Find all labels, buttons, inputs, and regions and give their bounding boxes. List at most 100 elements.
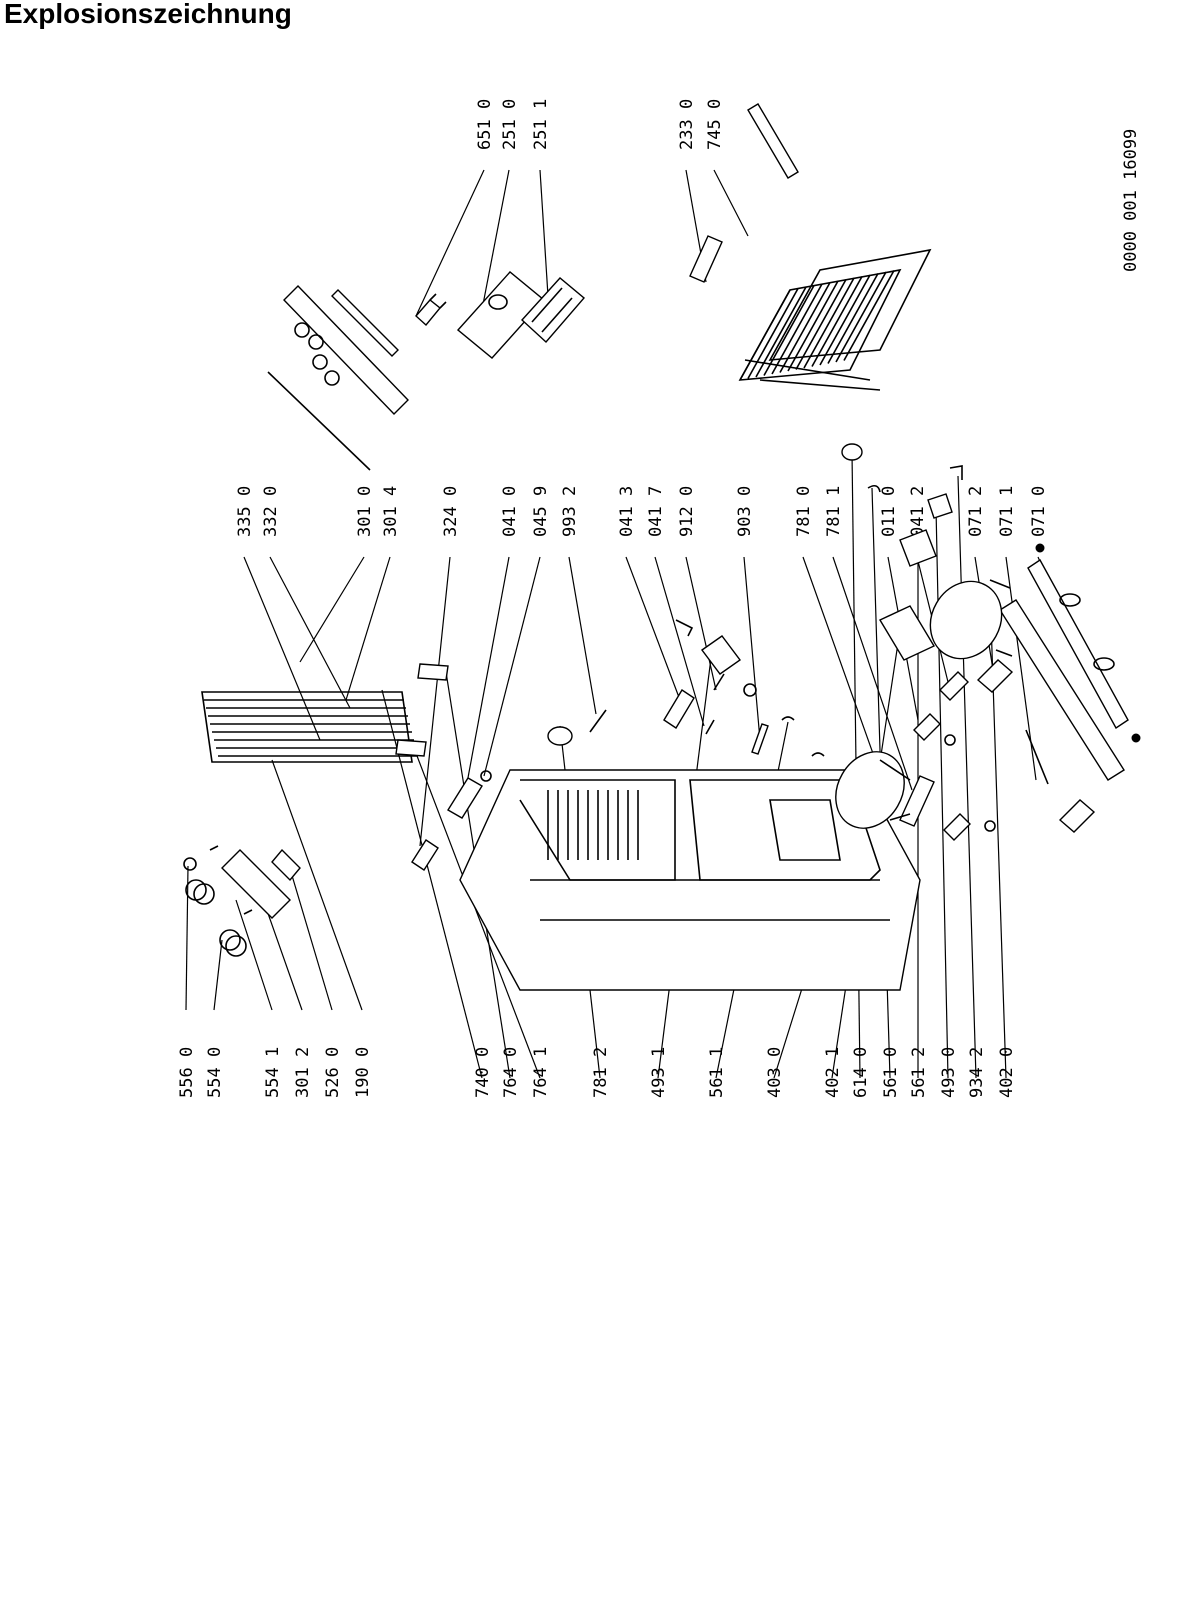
callout-label: 071 0: [1029, 486, 1049, 537]
callout-label: 011 0: [879, 486, 899, 537]
control-panel: [267, 285, 409, 471]
callout-label: 041 0: [500, 486, 520, 537]
callout-label: 041 3: [617, 486, 637, 537]
leader-line: [743, 556, 761, 741]
shelf-wire: [747, 288, 799, 379]
callout-label: 251 0: [500, 99, 520, 150]
lower-hinge-cluster: [913, 671, 996, 841]
page-title: Explosionszeichnung: [4, 0, 292, 29]
callout-label: 332 0: [261, 486, 281, 537]
shelf-wire: [811, 276, 863, 367]
relay-part: [675, 619, 741, 675]
leader-line: [461, 556, 510, 811]
leader-line: [213, 939, 223, 1011]
leader-line: [802, 556, 887, 791]
callout-label: 190 0: [353, 1047, 373, 1098]
leader-line: [185, 865, 189, 1011]
callout-label: 071 2: [966, 486, 986, 537]
callout-label: 745 0: [705, 99, 725, 150]
callout-label: 301 0: [355, 486, 375, 537]
callout-label: 764 0: [501, 1047, 521, 1098]
strip-part: [751, 723, 769, 755]
leader-line: [299, 556, 365, 663]
callout-label: 554 1: [263, 1047, 283, 1098]
leader-line: [271, 759, 363, 1011]
callout-label: 781 1: [824, 486, 844, 537]
leader-line: [345, 556, 391, 701]
leader-line: [625, 556, 681, 701]
hinge-part: [447, 770, 492, 819]
wire-shelves: [689, 103, 932, 391]
leader-line: [419, 556, 451, 847]
shelf-wire: [803, 277, 855, 369]
kick-strip: [976, 599, 1125, 833]
shelf-wire: [843, 270, 895, 361]
leader-line: [685, 556, 717, 691]
callout-label: 251 1: [531, 99, 551, 150]
callout-label: 403 0: [765, 1047, 785, 1098]
callout-label: 301 4: [381, 486, 401, 537]
pin-part: [589, 709, 607, 733]
callout-label: 561 0: [881, 1047, 901, 1098]
compressor-right: [929, 579, 1013, 660]
callout-label: 781 0: [794, 486, 814, 537]
callout-label: 740 0: [473, 1047, 493, 1098]
leader-line: [654, 556, 705, 727]
lamp-part: [411, 839, 439, 871]
leader-line: [957, 475, 977, 1079]
leader-line: [713, 169, 749, 237]
leader-line: [413, 747, 541, 1079]
shelf-wire: [835, 271, 887, 363]
callout-label: 781 2: [591, 1047, 611, 1098]
shelf-wire: [739, 289, 791, 381]
leader-line: [539, 169, 549, 297]
leader-line: [269, 556, 351, 709]
thermostat-cluster: [183, 845, 301, 957]
callout-label: 041 2: [908, 486, 928, 537]
shelf-wire: [763, 285, 815, 376]
shelf-wire: [779, 282, 831, 373]
clip-part: [743, 683, 757, 697]
callout-label: 493 0: [939, 1047, 959, 1098]
shelf-wire: [787, 280, 839, 372]
shelf-wire: [827, 273, 879, 364]
callout-label: 301 2: [293, 1047, 313, 1098]
leader-line: [479, 169, 510, 321]
callout-label: 041 7: [646, 486, 666, 537]
condenser-coil: [201, 663, 449, 763]
callout-label: 651 0: [475, 99, 495, 150]
callout-label: 934 2: [967, 1047, 987, 1098]
callout-label: 045 9: [531, 486, 551, 537]
callout-label: 614 0: [851, 1047, 871, 1098]
callout-label: 554 0: [205, 1047, 225, 1098]
plug-part: [415, 293, 447, 327]
leader-line: [415, 169, 485, 317]
leader-line: [287, 861, 333, 1011]
leader-line: [483, 556, 541, 777]
callout-label: 993 2: [560, 486, 580, 537]
callout-label: 556 0: [177, 1047, 197, 1098]
drawing-code: 0000 001 16099: [1121, 129, 1141, 272]
callout-label: 764 1: [531, 1047, 551, 1098]
shelf-wire: [795, 279, 847, 370]
spring-part: [781, 716, 825, 757]
grommet-part: [547, 726, 573, 746]
compressor-left: [835, 751, 911, 829]
shelf-wire: [819, 274, 871, 366]
callout-label: 561 2: [909, 1047, 929, 1098]
callout-label: 402 0: [997, 1047, 1017, 1098]
shelf-wire: [771, 283, 823, 375]
refrigerator-cabinet: [459, 769, 921, 991]
callout-label: 335 0: [235, 486, 255, 537]
leader-line: [832, 556, 913, 791]
callout-label: 233 0: [677, 99, 697, 150]
callout-label: 324 0: [441, 486, 461, 537]
leader-line: [243, 556, 321, 741]
callout-label: 071 1: [997, 486, 1017, 537]
shelf-wire: [755, 286, 807, 378]
leader-line: [235, 899, 273, 1011]
bracket-part: [521, 277, 585, 344]
leader-line: [1005, 556, 1037, 781]
